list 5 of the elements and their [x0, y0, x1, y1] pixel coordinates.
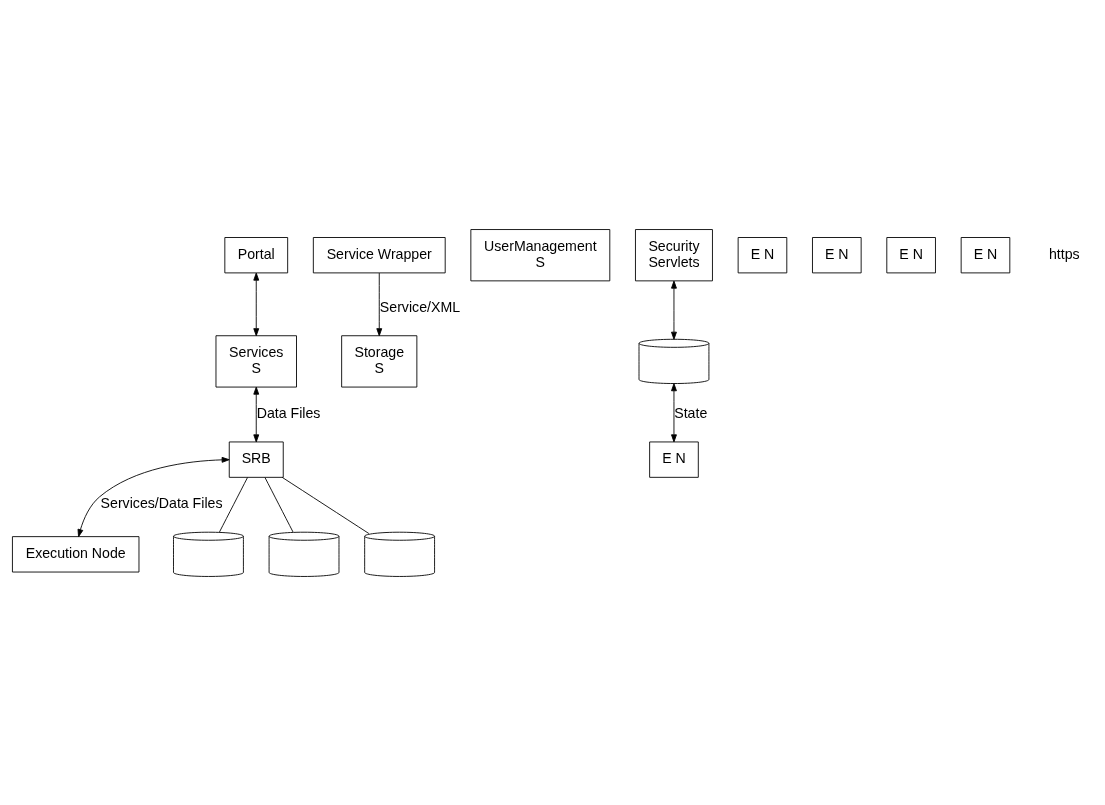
edge-label: Data Files — [256, 404, 321, 421]
edge-label: Services/Data Files — [100, 494, 223, 511]
edge-label: Service/XML — [379, 298, 461, 315]
label: https — [1048, 245, 1080, 262]
edge-label: State — [674, 404, 708, 421]
